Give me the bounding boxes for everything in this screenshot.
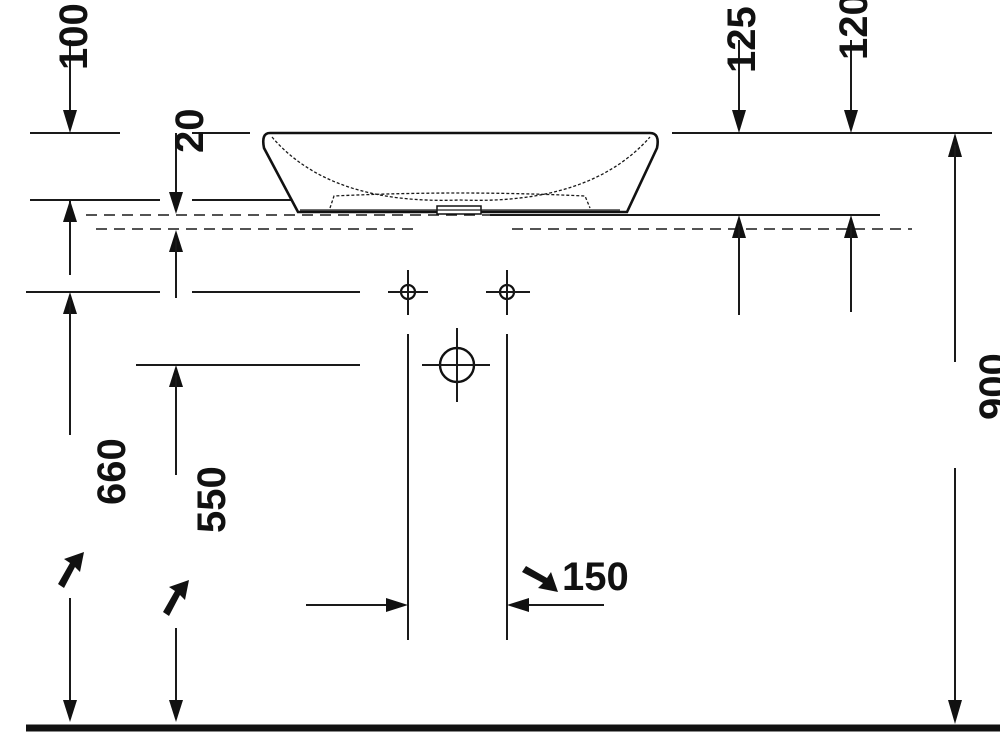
svg-text:100: 100 — [52, 3, 96, 70]
svg-text:550: 550 — [190, 466, 234, 533]
svg-text:900: 900 — [972, 353, 1000, 420]
dimension-550: 550 — [163, 365, 234, 722]
dimension-left-gap — [63, 200, 77, 275]
dimension-120: 120 — [832, 0, 876, 312]
svg-text:20: 20 — [168, 109, 212, 154]
svg-text:660: 660 — [90, 438, 134, 505]
dimension-660: 660 — [58, 292, 134, 722]
dimension-150: 150 — [306, 555, 629, 612]
leader-arrow-icon — [522, 566, 558, 592]
countertop-lines — [30, 199, 912, 230]
svg-text:150: 150 — [562, 555, 629, 599]
leader-arrow-icon — [58, 552, 84, 588]
dimension-20: 20 — [168, 109, 212, 298]
svg-text:120: 120 — [832, 0, 876, 60]
supply-extension-lines — [407, 334, 508, 640]
vessel-basin — [261, 131, 659, 215]
waste-outlet — [422, 328, 490, 402]
dimension-900: 900 — [948, 133, 1000, 724]
dimension-125: 125 — [720, 6, 764, 315]
supply-connection-left — [388, 270, 428, 315]
dimension-100: 100 — [52, 3, 96, 133]
supply-connection-right — [486, 270, 530, 315]
leader-arrow-icon — [163, 580, 189, 616]
svg-text:125: 125 — [720, 6, 764, 73]
